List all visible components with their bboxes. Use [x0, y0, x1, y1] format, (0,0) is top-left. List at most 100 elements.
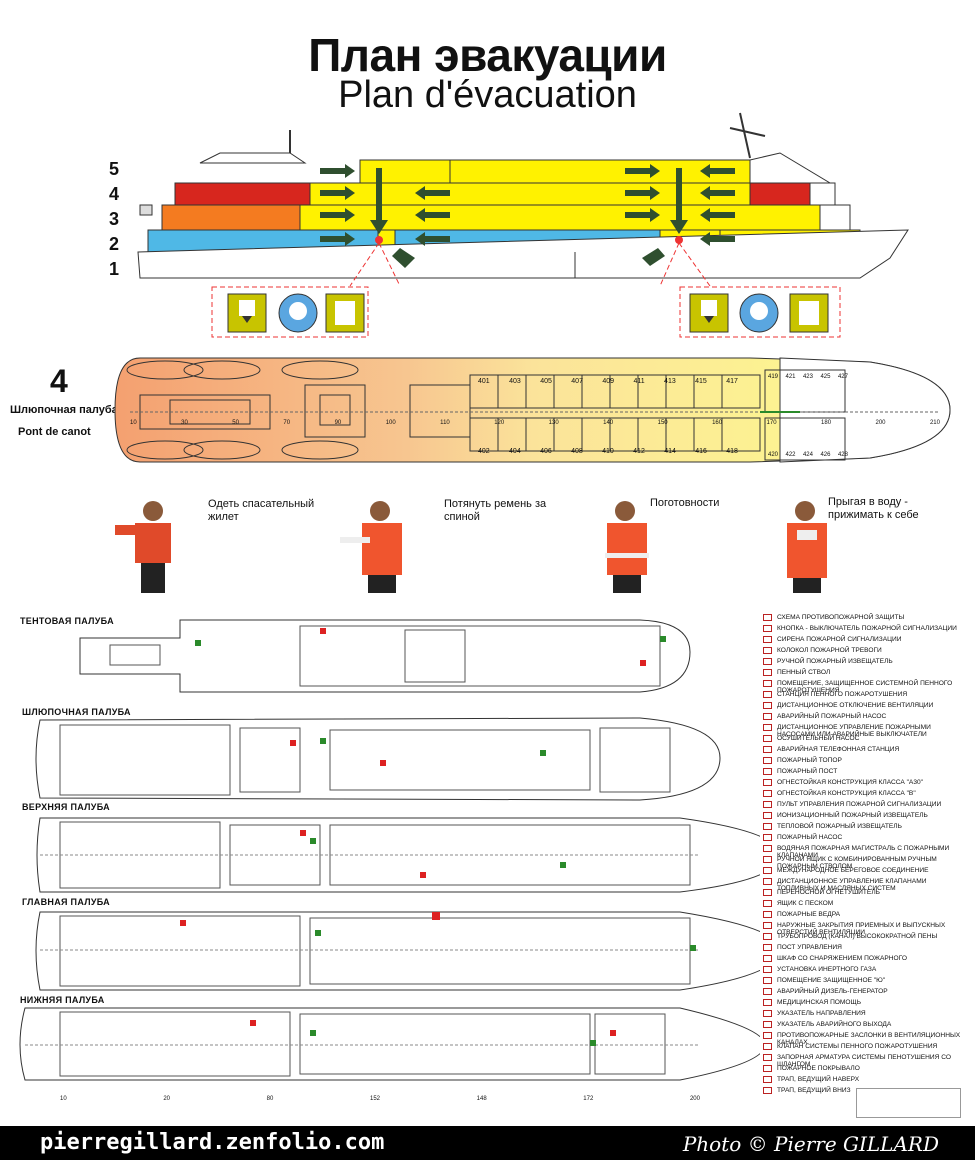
legend-symbol-icon [763, 625, 772, 632]
deck-plan-label-4: ГЛАВНАЯ ПАЛУБА [22, 897, 110, 907]
frame-number: 110 [440, 420, 450, 426]
cabin-number: 403 [509, 378, 521, 385]
legend-symbol-icon [763, 790, 772, 797]
legend-symbol-icon [763, 636, 772, 643]
legend-label: ОГНЕСТОЙКАЯ КОНСТРУКЦИЯ КЛАССА "А30" [777, 779, 923, 786]
legend-label: ПОЖАРНЫЙ НАСОС [777, 834, 843, 841]
lifejacket-step2-figure [340, 501, 402, 593]
legend-symbol-icon [763, 680, 772, 687]
legend-label: ТРАП, ВЕДУЩИЙ ВНИЗ [777, 1087, 851, 1094]
legend-item: ОСУШИТЕЛЬНЫЙ НАСОС [763, 735, 968, 742]
legend-item: СТАНЦИЯ ПЕННОГО ПОЖАРОТУШЕНИЯ [763, 691, 968, 698]
legend-label: ПЕРЕНОСНОЙ ОГНЕТУШИТЕЛЬ [777, 889, 880, 896]
legend-symbol-icon [763, 691, 772, 698]
deck-plan-label-1: ТЕНТОВАЯ ПАЛУБА [20, 616, 114, 626]
legend-symbol-icon [763, 878, 772, 885]
legend-symbol-icon [763, 944, 772, 951]
legend-item: ПРОТИВОПОЖАРНЫЕ ЗАСЛОНКИ В ВЕНТИЛЯЦИОННЫ… [763, 1032, 968, 1046]
legend-item: ТРУБОПРОВОД (КАНАЛ) ВЫСОКОКРАТНОЙ ПЕНЫ [763, 933, 968, 940]
cabin-number: 407 [571, 378, 583, 385]
legend-item: ПОЖАРНЫЙ НАСОС [763, 834, 968, 841]
legend-label: ЗАПОРНАЯ АРМАТУРА СИСТЕМЫ ПЕНОТУШЕНИЯ СО… [777, 1054, 951, 1068]
cabin-number: 402 [478, 448, 490, 455]
legend-symbol-icon [763, 779, 772, 786]
lifejacket-step2-caption: Потянуть ремень за спиной [444, 498, 547, 523]
cabin-number: 408 [571, 448, 583, 455]
cabin-number: 418 [726, 448, 738, 455]
legend-item: ТЕПЛОВОЙ ПОЖАРНЫЙ ИЗВЕЩАТЕЛЬ [763, 823, 968, 830]
frame-number: 180 [821, 420, 832, 426]
cabin-number: 411 [633, 378, 645, 385]
safety-signs-left [211, 286, 369, 338]
cabin-number: 409 [602, 378, 615, 385]
legend-label: КЛАПАН СИСТЕМЫ ПЕННОГО ПОЖАРОТУШЕНИЯ [777, 1043, 938, 1050]
legend-label: РУЧНОЙ ПОЖАРНЫЙ ИЗВЕЩАТЕЛЬ [777, 658, 893, 665]
legend-symbol-icon [763, 1087, 772, 1094]
legend-label: ШКАФ СО СНАРЯЖЕНИЕМ ПОЖАРНОГО [777, 955, 907, 962]
cabin-number: 406 [540, 448, 552, 455]
deck4-number: 4 [50, 363, 68, 399]
cabin-number: 425 [820, 374, 831, 380]
cabin-number: 412 [633, 448, 645, 455]
deck-plan-label-5: НИЖНЯЯ ПАЛУБА [20, 995, 105, 1005]
legend-symbol-icon [763, 933, 772, 940]
deck-plan-label-2: ШЛЮПОЧНАЯ ПАЛУБА [22, 707, 131, 717]
legend-item: ОГНЕСТОЙКАЯ КОНСТРУКЦИЯ КЛАССА "В" [763, 790, 968, 797]
safety-signs-right [679, 286, 841, 338]
frame-number: 152 [369, 1096, 380, 1102]
legend-symbol-icon [763, 614, 772, 621]
cabin-number: 417 [726, 378, 738, 385]
legend-item: МЕЖДУНАРОДНОЕ БЕРЕГОВОЕ СОЕДИНЕНИЕ [763, 867, 968, 874]
frame-number: 130 [548, 420, 559, 426]
legend-label: СТАНЦИЯ ПЕННОГО ПОЖАРОТУШЕНИЯ [777, 691, 908, 698]
legend-item: АВАРИЙНАЯ ТЕЛЕФОННАЯ СТАНЦИЯ [763, 746, 968, 753]
ship-profile-diagram [137, 112, 909, 287]
legend-item: АВАРИЙНЫЙ ДИЗЕЛЬ-ГЕНЕРАТОР [763, 988, 968, 995]
legend-item: АВАРИЙНЫЙ ПОЖАРНЫЙ НАСОС [763, 713, 968, 720]
legend-symbol-icon [763, 988, 772, 995]
legend-item: УКАЗАТЕЛЬ НАПРАВЛЕНИЯ [763, 1010, 968, 1017]
cabin-number: 423 [802, 374, 813, 380]
legend-label: АВАРИЙНЫЙ ДИЗЕЛЬ-ГЕНЕРАТОР [777, 988, 888, 995]
cabin-number: 424 [802, 452, 813, 458]
deck-number-3: 3 [108, 209, 119, 229]
cabin-number: 428 [837, 452, 848, 458]
legend-symbol-icon [763, 647, 772, 654]
frame-number: 80 [266, 1096, 274, 1102]
legend-symbol-icon [763, 1065, 772, 1072]
drawing-stamp [856, 1088, 961, 1118]
cabin-number: 422 [785, 452, 796, 458]
legend-item: ПЕННЫЙ СТВОЛ [763, 669, 968, 676]
legend-symbol-icon [763, 801, 772, 808]
frame-number: 150 [657, 420, 668, 426]
legend-label: ВОДЯНАЯ ПОЖАРНАЯ МАГИСТРАЛЬ С ПОЖАРНЫМИ … [777, 845, 950, 859]
legend-label: ПЕННЫЙ СТВОЛ [777, 669, 831, 676]
legend-label: КОЛОКОЛ ПОЖАРНОЙ ТРЕВОГИ [777, 647, 882, 654]
legend-label: КНОПКА - ВЫКЛЮЧАТЕЛЬ ПОЖАРНОЙ СИГНАЛИЗАЦ… [777, 625, 957, 632]
frame-number: 30 [181, 420, 188, 426]
legend-label: ПУЛЬТ УПРАВЛЕНИЯ ПОЖАРНОЙ СИГНАЛИЗАЦИИ [777, 801, 942, 808]
legend-item: УСТАНОВКА ИНЕРТНОГО ГАЗА [763, 966, 968, 973]
frame-number: 100 [385, 420, 396, 426]
legend-symbol-icon [763, 1054, 772, 1061]
legend-symbol-icon [763, 757, 772, 764]
legend-label: МЕЖДУНАРОДНОЕ БЕРЕГОВОЕ СОЕДИНЕНИЕ [777, 867, 929, 874]
cabin-number: 413 [664, 378, 676, 385]
frame-number: 50 [232, 420, 239, 426]
legend-symbol-icon [763, 845, 772, 852]
cabin-number: 421 [785, 374, 796, 380]
frame-number: 200 [689, 1096, 700, 1102]
cabin-number: 426 [820, 452, 831, 458]
legend-item: ПОЖАРНЫЙ ПОСТ [763, 768, 968, 775]
legend-item: УКАЗАТЕЛЬ АВАРИЙНОГО ВЫХОДА [763, 1021, 968, 1028]
legend-label: ПОСТ УПРАВЛЕНИЯ [777, 944, 842, 951]
footer-credit: Photo © Pierre GILLARD [682, 1132, 939, 1156]
cabin-number: 415 [695, 378, 707, 385]
legend-symbol-icon [763, 834, 772, 841]
frame-number: 90 [334, 420, 342, 426]
legend-item: КОЛОКОЛ ПОЖАРНОЙ ТРЕВОГИ [763, 647, 968, 654]
legend-item: ПОМЕЩЕНИЕ, ЗАЩИЩЕННОЕ СИСТЕМНОЙ ПЕННОГО … [763, 680, 968, 694]
cabin-number: 416 [695, 448, 707, 455]
legend-label: ОГНЕСТОЙКАЯ КОНСТРУКЦИЯ КЛАССА "В" [777, 790, 916, 797]
title-russian: План эвакуации [308, 29, 667, 81]
